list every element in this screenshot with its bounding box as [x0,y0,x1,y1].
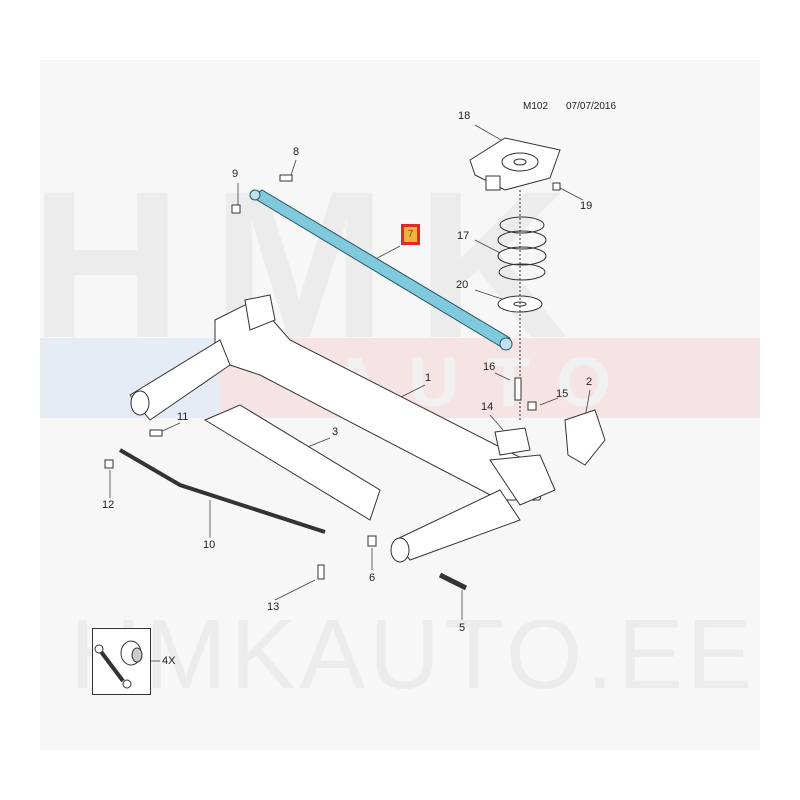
part-6-nut [367,535,377,547]
part-2-bracket [564,409,606,466]
callout-8[interactable]: 8 [293,146,300,158]
part-3-heat-shield [203,404,381,521]
bolt-and-bushing-icon [94,640,143,689]
part-9-nut [231,204,241,214]
part-10-panhard-rod [118,448,326,534]
callout-5[interactable]: 5 [459,622,466,634]
callout-14[interactable]: 14 [481,401,494,413]
kit-quantity: 4X [162,655,176,667]
part-7-control-rod [249,189,513,351]
callout-3[interactable]: 3 [332,426,339,438]
callout-17[interactable]: 17 [457,230,470,242]
callout-13[interactable]: 13 [267,601,280,613]
callout-12[interactable]: 12 [102,499,115,511]
callout-19[interactable]: 19 [580,200,593,212]
part-14-bracket [494,427,531,456]
watermark-site: HMKAUTO.EE [70,599,757,709]
part-18-strut-mount [469,137,561,191]
diagram-code: M102 [523,101,549,112]
callout-1[interactable]: 1 [425,372,432,384]
callout-18[interactable]: 18 [458,110,471,122]
callout-2[interactable]: 2 [586,376,593,388]
part-8-bolt [279,174,293,182]
callout-15[interactable]: 15 [556,388,569,400]
callout-11[interactable]: 11 [177,411,189,423]
callout-16[interactable]: 16 [483,361,496,373]
diagram-date: 07/07/2016 [566,101,617,112]
watermark-brand: HMK [30,147,599,382]
part-5-bolt [438,572,468,591]
part-19-nut [552,182,561,191]
part-15-nut [527,401,537,411]
part-1-rear-axle-beam [129,294,556,563]
callout-20[interactable]: 20 [456,279,469,291]
part-16-bolt [514,377,522,401]
bolts [104,174,561,591]
part-12-nut [104,459,114,469]
callout-10[interactable]: 10 [203,539,216,551]
part-17-coil-spring [497,216,547,281]
highlighted-part-7[interactable]: 7 [401,224,420,245]
callout-9[interactable]: 9 [232,168,239,180]
callout-6[interactable]: 6 [369,572,376,584]
bushing-kit-inset[interactable] [92,628,151,695]
part-7-label: 7 [404,227,417,242]
part-11-bolt [149,429,163,437]
part-13-bolt [317,564,325,580]
